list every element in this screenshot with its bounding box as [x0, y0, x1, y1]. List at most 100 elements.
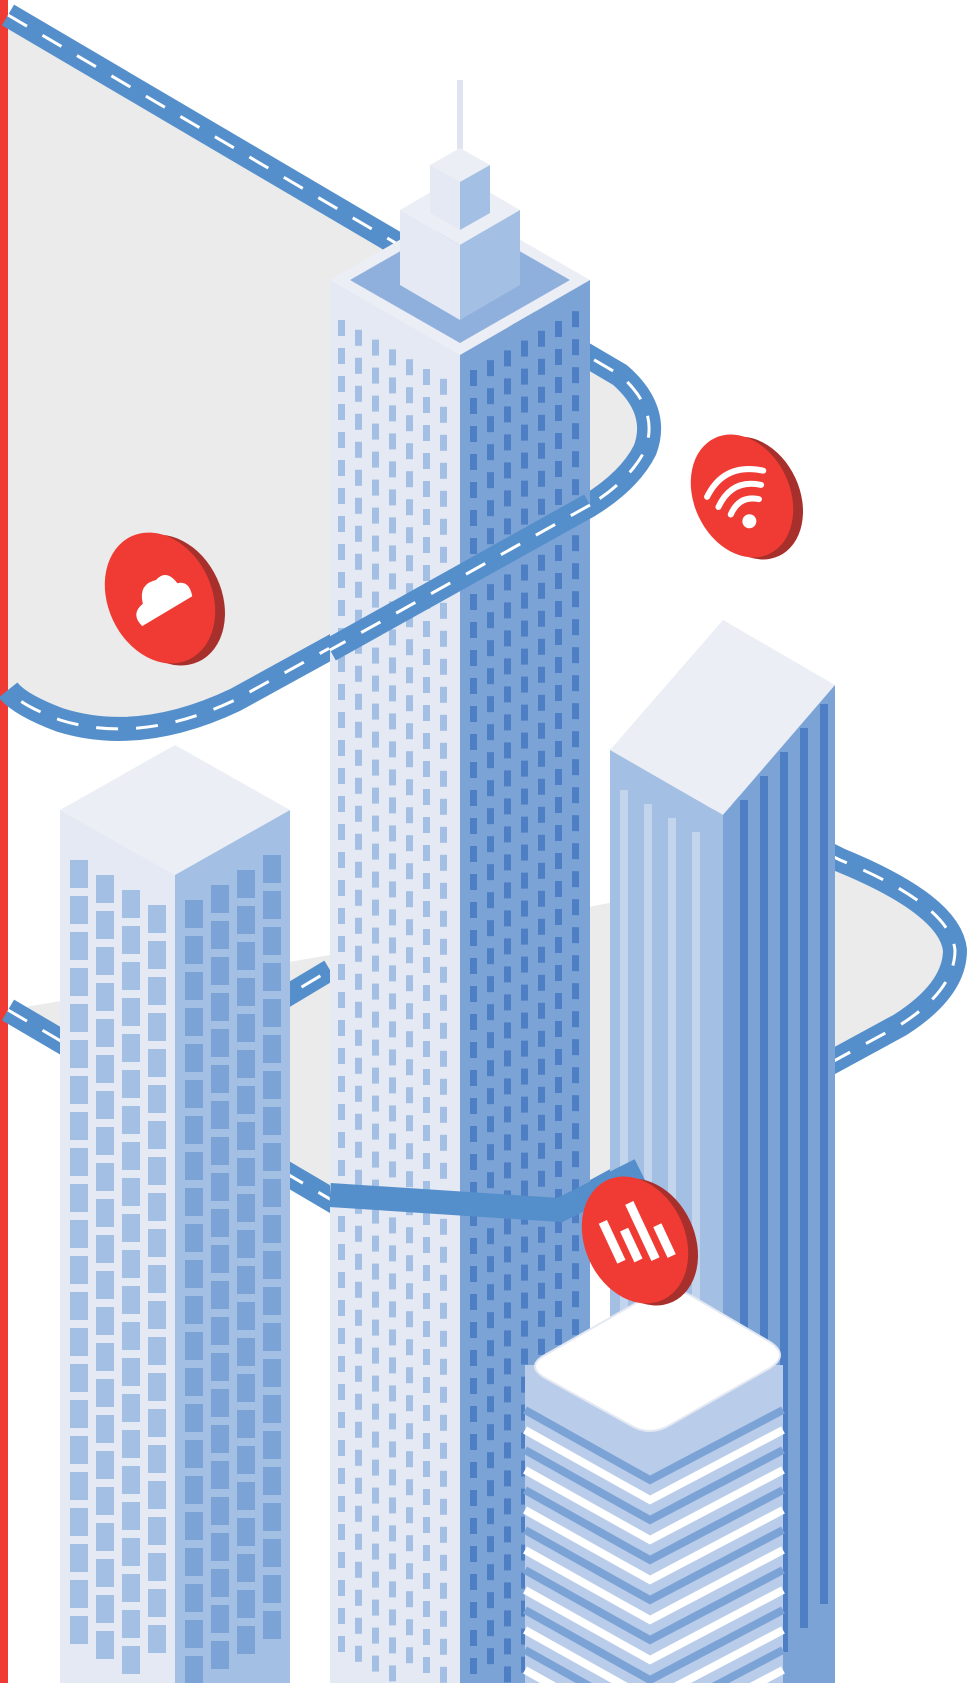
window [487, 472, 494, 489]
window [96, 947, 114, 975]
window [372, 983, 379, 1000]
window [372, 367, 379, 384]
window [122, 1610, 140, 1638]
window [148, 1517, 166, 1545]
window [122, 1502, 140, 1530]
window [521, 1180, 528, 1197]
window [423, 1657, 430, 1673]
window [372, 899, 379, 916]
window [389, 965, 396, 982]
window [96, 1631, 114, 1659]
window [372, 1123, 379, 1140]
window [372, 1487, 379, 1504]
window [355, 469, 362, 486]
window [406, 1619, 413, 1636]
window [487, 1564, 494, 1581]
window [423, 537, 430, 553]
window [521, 984, 528, 1001]
window [211, 993, 229, 1021]
window [440, 546, 447, 563]
window [572, 423, 579, 440]
window [470, 1154, 477, 1170]
window [338, 1496, 345, 1512]
window [440, 378, 447, 395]
window [555, 405, 562, 421]
window [389, 797, 396, 814]
window [406, 555, 413, 572]
window [355, 665, 362, 682]
window [555, 937, 562, 953]
window [423, 705, 430, 721]
window [96, 1019, 114, 1047]
window [504, 434, 511, 451]
window [440, 1582, 447, 1599]
window [538, 750, 545, 767]
window [504, 1358, 511, 1375]
window [389, 1385, 396, 1402]
window [372, 1347, 379, 1364]
window [470, 678, 477, 694]
window [372, 1235, 379, 1252]
window [372, 507, 379, 524]
window [440, 1330, 447, 1347]
window [470, 622, 477, 638]
window [355, 1589, 362, 1606]
window [338, 684, 345, 700]
window [470, 1126, 477, 1142]
window [211, 921, 229, 949]
window [504, 1106, 511, 1123]
window [504, 1666, 511, 1683]
window [338, 600, 345, 616]
window [406, 975, 413, 992]
window [355, 525, 362, 542]
window [440, 1106, 447, 1123]
window [555, 769, 562, 785]
window [555, 1301, 562, 1317]
window [148, 941, 166, 969]
window [355, 973, 362, 990]
window [440, 1666, 447, 1683]
window [521, 928, 528, 945]
window [521, 480, 528, 497]
window [263, 1251, 281, 1279]
window [389, 1413, 396, 1430]
window [555, 657, 562, 673]
window [96, 983, 114, 1011]
window [96, 1091, 114, 1119]
window [406, 751, 413, 768]
window [487, 1536, 494, 1553]
window [185, 1548, 203, 1576]
window [372, 1627, 379, 1644]
window [185, 936, 203, 964]
floor-band [523, 1646, 785, 1683]
window [406, 1339, 413, 1356]
window [355, 693, 362, 710]
window [572, 1123, 579, 1140]
window [237, 1446, 255, 1474]
window [504, 1274, 511, 1291]
window [521, 760, 528, 777]
window [406, 471, 413, 488]
window [423, 1377, 430, 1393]
stripe [800, 728, 808, 1628]
window [470, 1238, 477, 1254]
window [263, 1431, 281, 1459]
window [338, 712, 345, 728]
window [423, 677, 430, 693]
window [96, 1235, 114, 1263]
floor-band [523, 1606, 785, 1683]
window [355, 1141, 362, 1158]
window [389, 685, 396, 702]
window [355, 581, 362, 598]
window [572, 871, 579, 888]
window [237, 1194, 255, 1222]
window [555, 629, 562, 645]
window [423, 1125, 430, 1141]
window [338, 740, 345, 756]
window [148, 1013, 166, 1041]
window [355, 385, 362, 402]
window [572, 983, 579, 1000]
window [372, 647, 379, 664]
window [237, 1482, 255, 1510]
window [389, 1441, 396, 1458]
